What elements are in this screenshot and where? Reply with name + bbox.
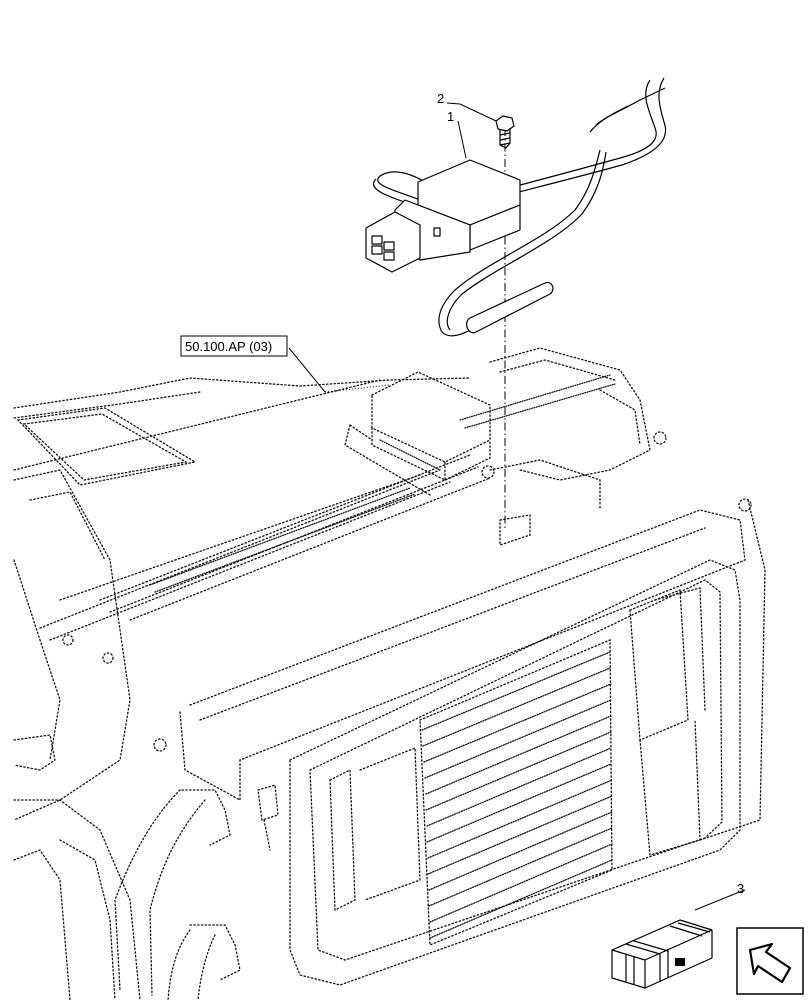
kit-box — [611, 919, 713, 989]
reference-label-text[interactable]: 50.100.AP (03) — [185, 339, 272, 354]
screw — [495, 115, 515, 149]
relay-module — [365, 77, 667, 337]
leader-lines — [288, 102, 746, 911]
phantom-assembly — [13, 347, 766, 1000]
callout-number-3: 3 — [737, 881, 744, 896]
return-arrow-icon[interactable] — [736, 927, 804, 995]
callout-number-2: 2 — [437, 91, 444, 106]
radiator-grille-lines — [421, 651, 613, 939]
reference-label-box[interactable]: 50.100.AP (03) — [180, 335, 288, 357]
callout-number-1: 1 — [447, 109, 454, 124]
